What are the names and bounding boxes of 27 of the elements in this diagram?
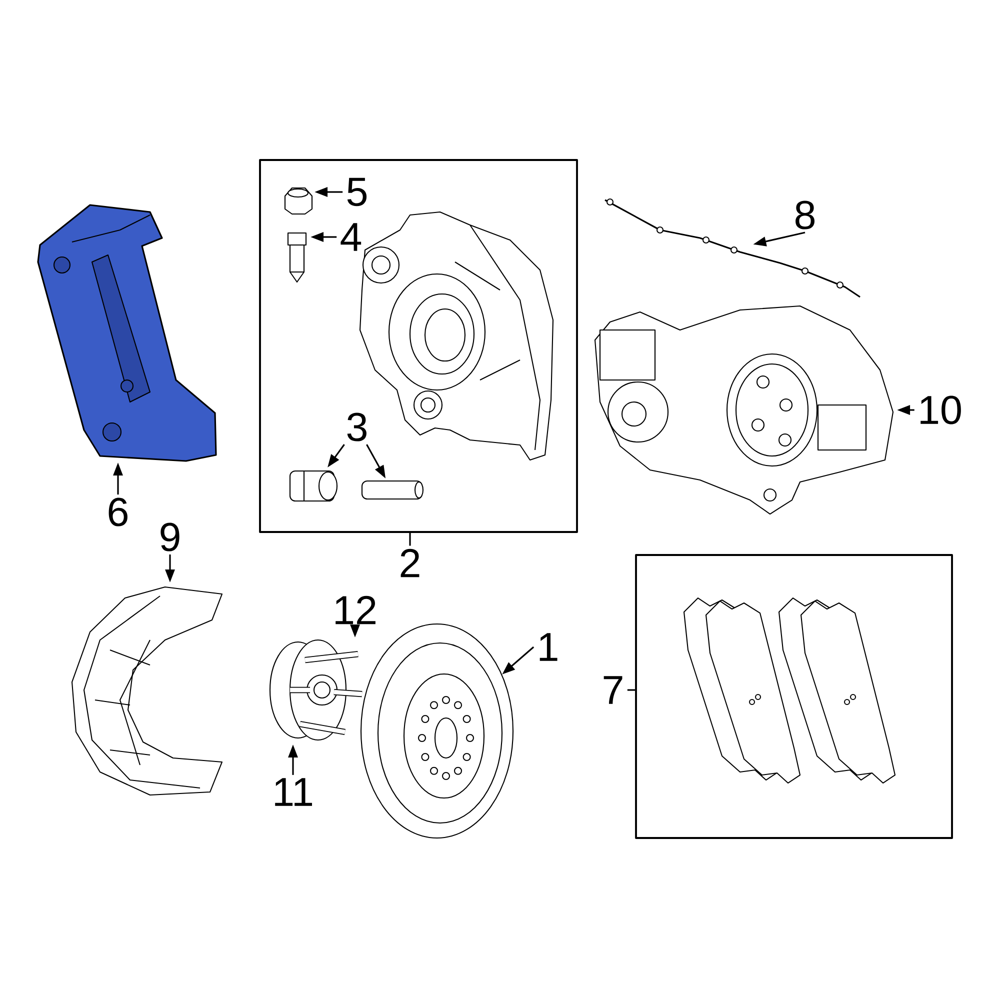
callout-number: 4	[340, 223, 362, 251]
callout-number: 3	[347, 412, 366, 442]
brake-pad-drawing	[778, 597, 896, 784]
callout-number: 7	[604, 676, 622, 704]
callout-number: 9	[160, 522, 180, 552]
bushing-drawing	[289, 470, 338, 502]
hub-drawing	[269, 639, 362, 741]
callout-number: 11	[275, 778, 312, 806]
sensor-wire-drawing	[604, 198, 860, 298]
caliper-bracket-drawing	[37, 204, 217, 462]
callout-number: 10	[920, 396, 961, 424]
brake-rotor-drawing	[360, 623, 514, 839]
leader-line	[627, 689, 636, 691]
callout-number: 6	[108, 498, 128, 526]
callout-number: 2	[400, 548, 420, 578]
bolt-drawing	[287, 232, 307, 283]
actuator-drawing	[594, 305, 894, 515]
callout-number: 12	[336, 596, 376, 624]
callout-number: 1	[540, 633, 558, 661]
callout-number: 5	[347, 178, 367, 206]
brake-pad-drawing	[683, 597, 801, 784]
group-frame	[259, 159, 578, 533]
group-frame	[635, 554, 953, 839]
nut-drawing	[284, 187, 313, 215]
leader-line	[409, 532, 411, 546]
guide-pin-drawing	[361, 480, 424, 500]
splash-shield-drawing	[71, 586, 223, 796]
